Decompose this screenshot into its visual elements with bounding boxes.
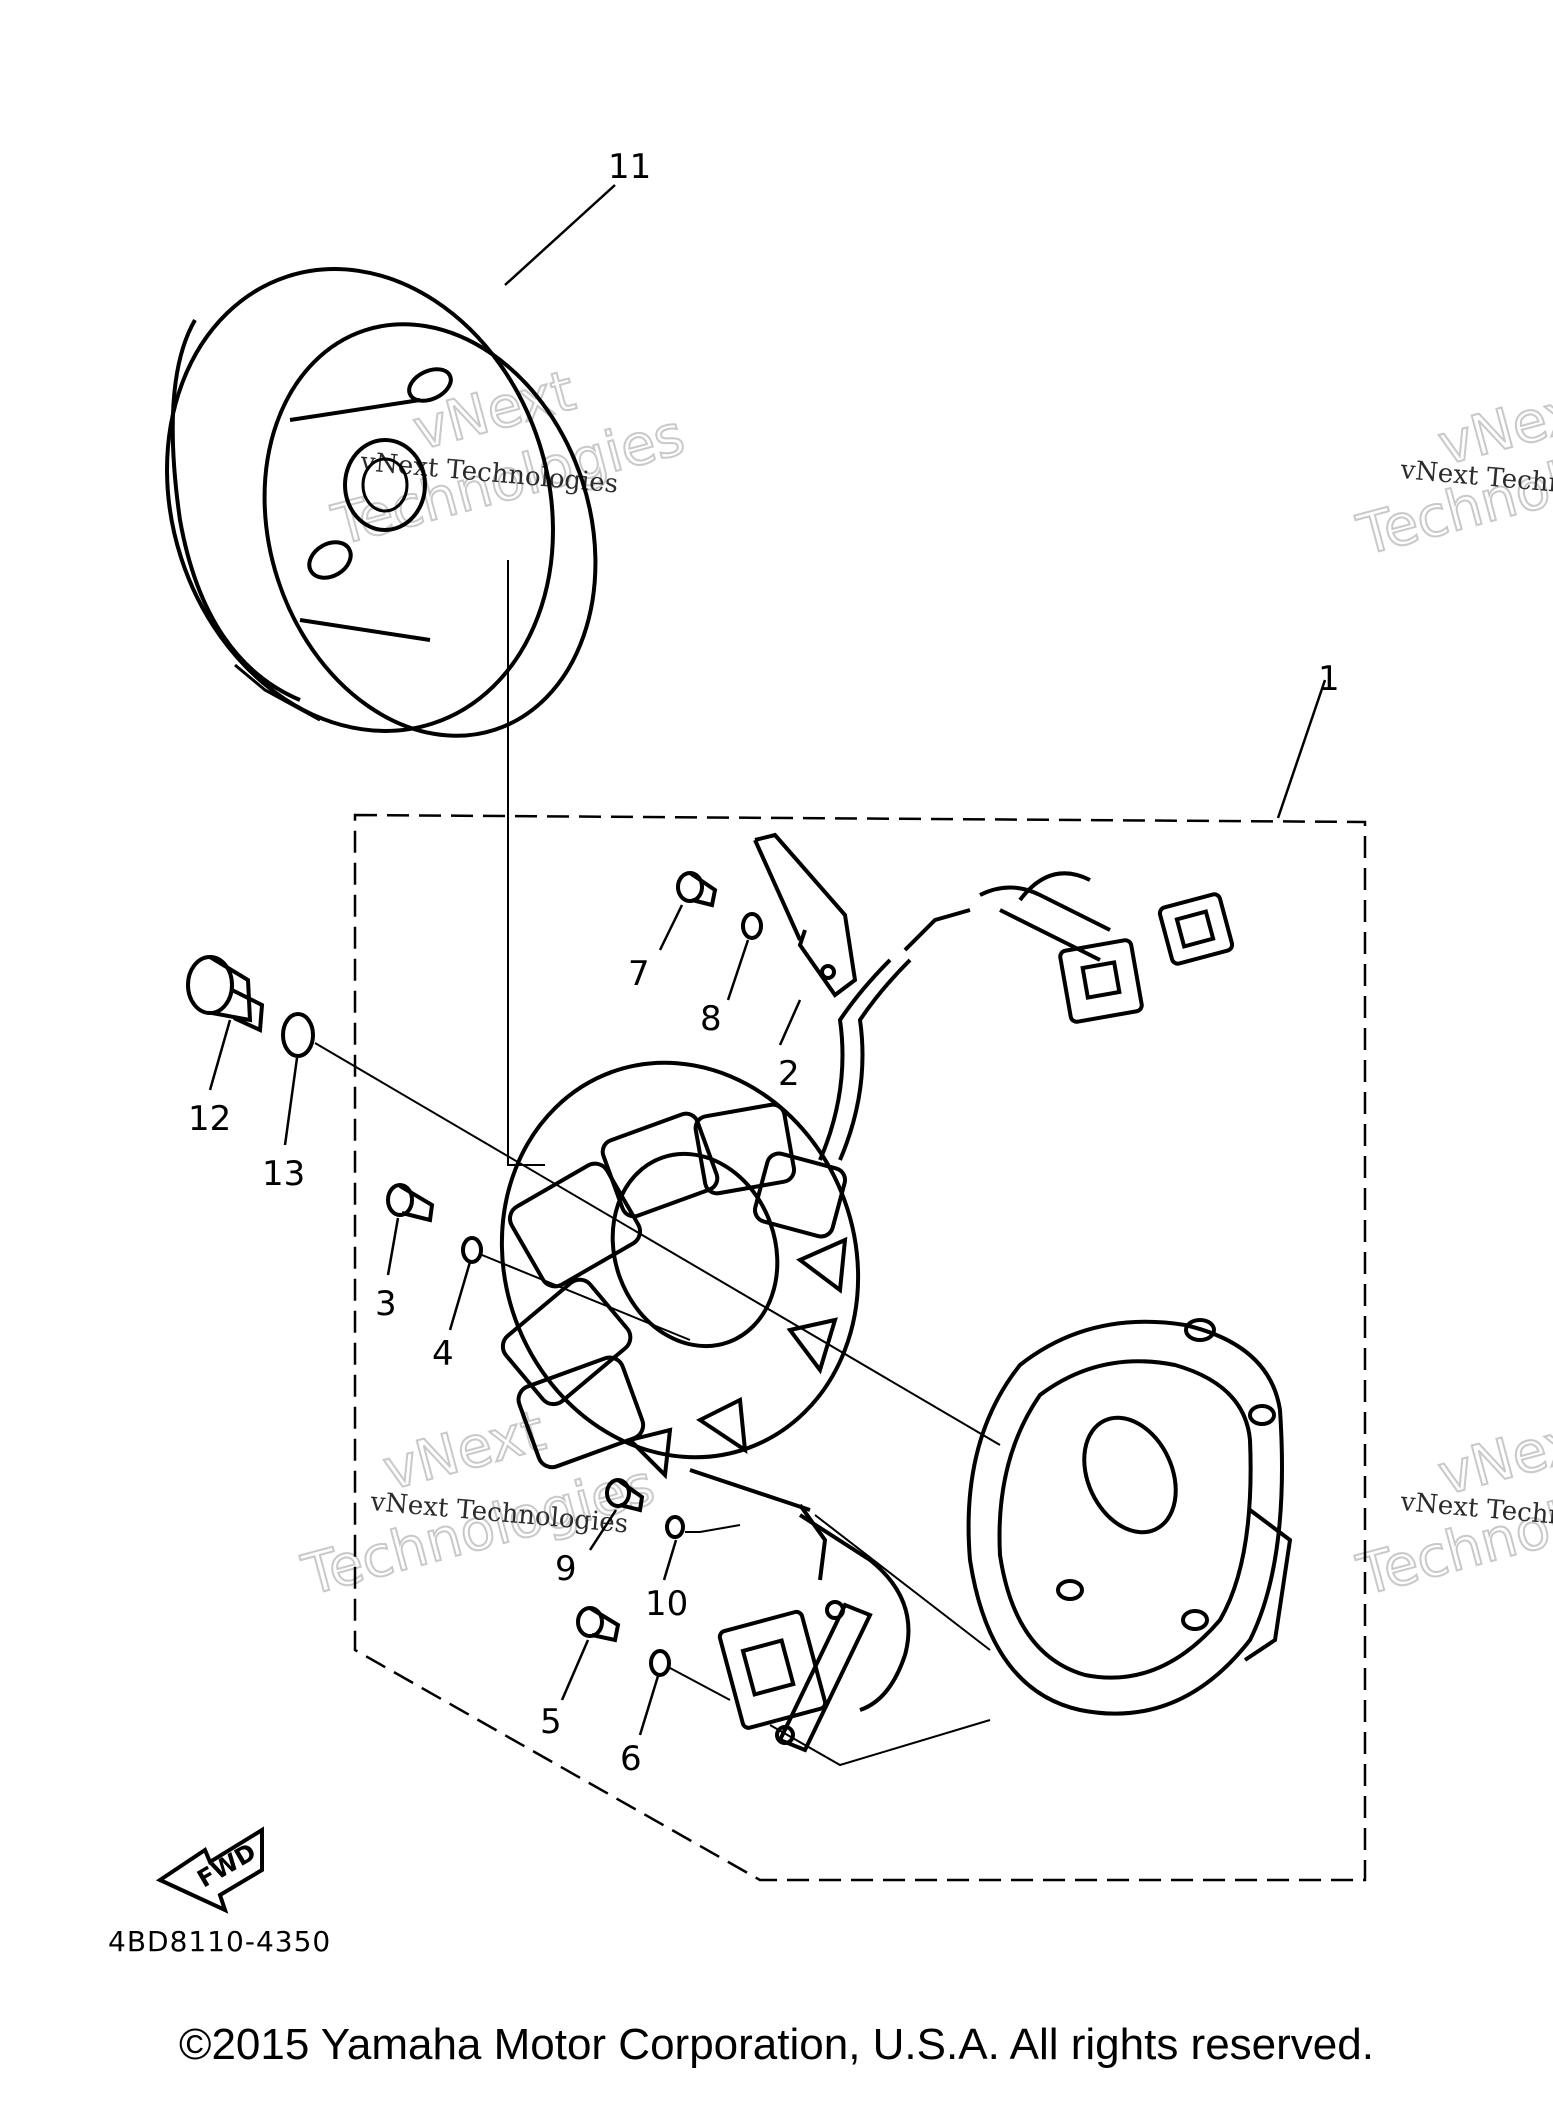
washer-part-10 bbox=[665, 1515, 685, 1539]
alignment-lines bbox=[314, 1042, 1001, 1767]
callout-5: 5 bbox=[540, 1702, 562, 1742]
copyright-notice: ©2015 Yamaha Motor Corporation, U.S.A. A… bbox=[179, 2020, 1374, 2069]
callout-10: 10 bbox=[645, 1584, 688, 1624]
screw-part-7 bbox=[676, 871, 718, 908]
callout-4: 4 bbox=[432, 1334, 454, 1374]
assembly-boundary-dashed bbox=[353, 813, 1367, 1882]
callout-2: 2 bbox=[778, 1054, 800, 1094]
stator-housing-cover bbox=[966, 1318, 1293, 1716]
lead-wire-bracket bbox=[753, 832, 858, 998]
diagram-part-code: 4BD8110-4350 bbox=[108, 1925, 332, 1958]
callout-12: 12 bbox=[188, 1099, 231, 1139]
callout-13: 13 bbox=[262, 1154, 305, 1194]
callout-3: 3 bbox=[375, 1284, 397, 1324]
fwd-arrow-icon: FWD bbox=[155, 1826, 264, 1914]
washer-part-13 bbox=[281, 1012, 315, 1058]
pickup-coil bbox=[689, 1468, 911, 1753]
wiring-harness bbox=[818, 871, 1111, 1161]
callout-leaders bbox=[208, 184, 1327, 1736]
connector-plug-upper bbox=[1157, 892, 1235, 966]
callout-9: 9 bbox=[555, 1549, 577, 1589]
washer-part-8 bbox=[741, 912, 763, 940]
screw-part-3 bbox=[386, 1183, 435, 1223]
screw-part-5 bbox=[576, 1606, 621, 1643]
screw-part-9 bbox=[605, 1478, 645, 1513]
washer-part-4 bbox=[461, 1236, 483, 1264]
connector-plug-lower bbox=[1058, 938, 1144, 1024]
bolt-part-12 bbox=[186, 955, 265, 1034]
callout-labels: 11 1 2 7 8 12 13 3 4 9 10 5 6 bbox=[188, 147, 1340, 1779]
flywheel-rotor bbox=[165, 267, 598, 738]
washer-part-6 bbox=[649, 1649, 671, 1677]
callout-11: 11 bbox=[608, 147, 651, 187]
callout-8: 8 bbox=[700, 999, 722, 1039]
callout-1: 1 bbox=[1318, 659, 1340, 699]
callout-7: 7 bbox=[628, 954, 650, 994]
callout-6: 6 bbox=[620, 1739, 642, 1779]
leader-line-flywheel-axis bbox=[507, 560, 545, 1166]
stator-coil bbox=[499, 1060, 861, 1480]
